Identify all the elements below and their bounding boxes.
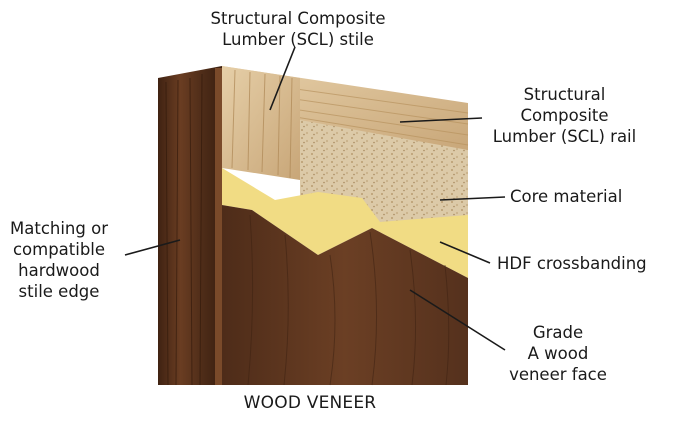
scl-stile-grain <box>231 69 293 179</box>
leader-veneer-face <box>409 289 506 351</box>
label-hdf-crossbanding: HDF crossbanding <box>497 254 647 273</box>
label-veneer-face-line2: A wood <box>527 344 589 363</box>
diagram-caption: WOOD VENEER <box>243 393 377 413</box>
hdf-crossbanding <box>222 168 468 278</box>
hardwood-stile-edge <box>158 66 222 385</box>
label-stile-edge: Matching or compatible hardwood stile ed… <box>0 218 118 302</box>
veneer-face <box>222 205 468 385</box>
leader-stile-edge <box>124 239 181 256</box>
leader-scl-stile <box>269 46 296 111</box>
leader-hdf <box>439 241 491 264</box>
scl-stile <box>222 66 300 180</box>
label-stile-edge-line4: stile edge <box>18 282 100 301</box>
label-scl-rail-line3: Lumber (SCL) rail <box>492 127 637 146</box>
stile-edge-highlight <box>215 68 222 385</box>
veneer-face-grain <box>247 214 450 386</box>
label-stile-edge-line1: Matching or <box>10 219 108 238</box>
label-scl-rail-line1: Structural <box>523 85 606 104</box>
label-scl-rail-line2: Composite <box>520 106 609 125</box>
label-veneer-face-line3: veneer face <box>509 365 607 384</box>
label-scl-rail: Structural Composite Lumber (SCL) rail <box>477 84 652 147</box>
label-scl-stile-line1: Structural Composite <box>210 9 386 28</box>
leader-lines <box>124 46 506 351</box>
label-core-material: Core material <box>510 187 623 206</box>
label-stile-edge-line3: hardwood <box>18 261 100 280</box>
label-stile-edge-line2: compatible <box>12 240 106 259</box>
label-scl-stile-line2: Lumber (SCL) stile <box>222 30 374 49</box>
leader-core <box>439 196 506 201</box>
label-veneer-face: Grade A wood veneer face <box>488 322 628 385</box>
label-scl-stile: Structural Composite Lumber (SCL) stile <box>178 8 418 50</box>
leader-scl-rail <box>399 117 483 123</box>
label-veneer-face-line1: Grade <box>532 323 584 342</box>
stile-edge-grain <box>165 73 203 386</box>
